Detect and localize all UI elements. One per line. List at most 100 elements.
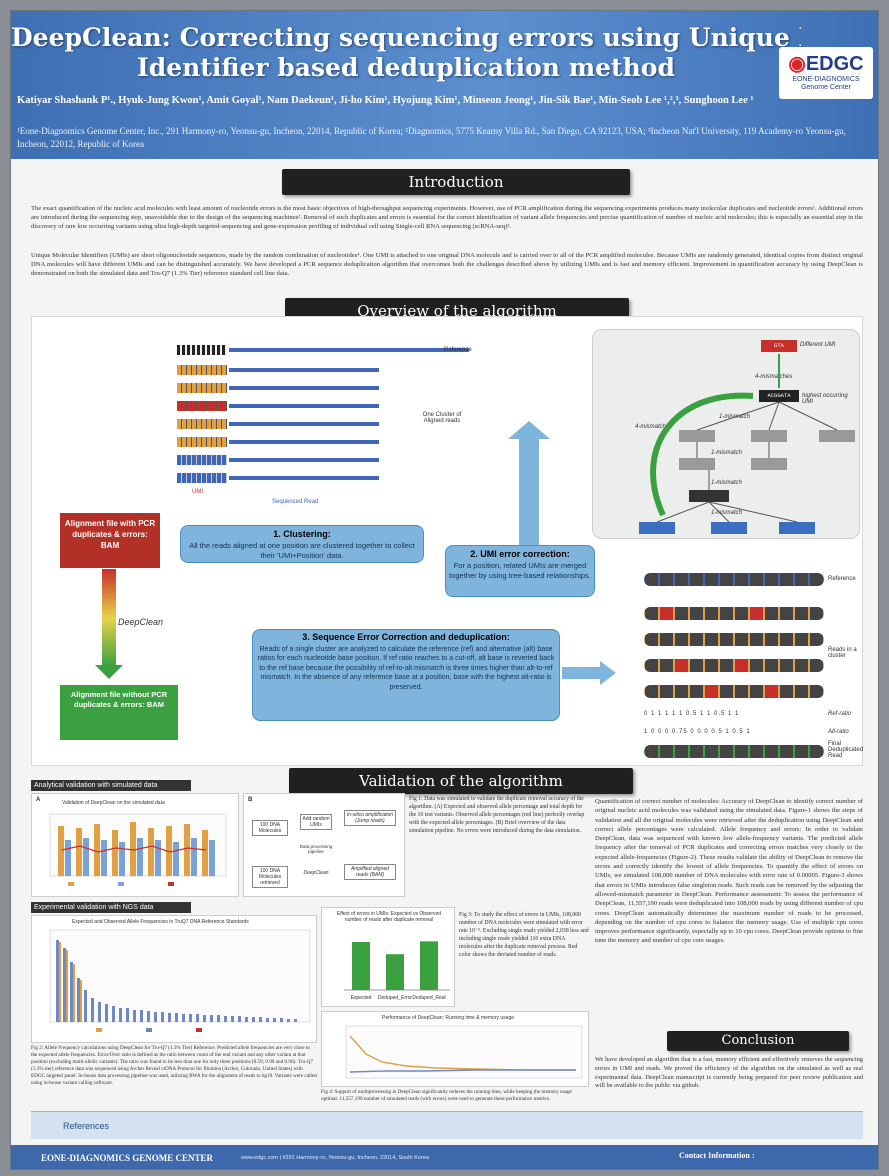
up-arrow [519, 437, 539, 545]
umi-tree-panel: GTA Different UMI ACGGATA highest occurr… [592, 329, 860, 539]
fig4-chart [345, 1025, 583, 1079]
footer-org: EONE-DIAGNOMICS GENOME CENTER [41, 1153, 214, 1163]
fig3-title: Effect of errors in UMIs: Expected vs Ob… [336, 911, 442, 923]
b-amplified-box: Amplified aligned reads (BAM) [344, 864, 396, 880]
fig2-panel: Expected and Observed Allele Frequencies… [31, 915, 317, 1043]
cluster-read-row [644, 659, 824, 672]
footer: EONE-DIAGNOMICS GENOME CENTER www.edgc.c… [11, 1145, 878, 1169]
introduction-banner: Introduction [282, 169, 630, 195]
right-arrow [562, 667, 602, 679]
input-bam-box: Alignment file with PCR duplicates & err… [60, 513, 160, 568]
analytical-header: Analytical validation with simulated dat… [31, 780, 191, 791]
step3-text: Reads of a single cluster are analyzed t… [257, 645, 555, 691]
tree-node [751, 458, 787, 470]
final-read-label: Final Deduplicated Read [828, 741, 864, 759]
read-row [177, 419, 412, 429]
fig4-panel: Performance of DeepClean: Running time &… [321, 1011, 589, 1087]
fig4-title: Performance of DeepClean: Running time &… [382, 1015, 515, 1021]
conclusion-banner: Conclusion [667, 1031, 849, 1051]
fig2-chart [49, 929, 311, 1032]
panel-b-label: B [248, 797, 253, 803]
alt-ratio-values: 1 0 0 0 0.75 0 0 0 0.5 1 0.5 1 [644, 729, 751, 735]
b-pipeline-label: Data processing pipeline [299, 844, 333, 854]
authors: Katiyar Shashank P¹., Hyuk-Jung Kwon¹, A… [17, 95, 754, 106]
fig3-bar [386, 954, 404, 990]
fig3-bar [420, 941, 438, 990]
right-arrow-icon [600, 661, 616, 685]
step3-sequence-correction: 3. Sequence Error Correction and dedupli… [252, 629, 560, 721]
reference-label: Reference [444, 347, 472, 353]
step1-text: All the reads aligned at one position ar… [189, 541, 415, 560]
cluster-reference-row [644, 573, 824, 586]
fig4-caption: Fig 4: Support of multiprocessing in Dee… [321, 1089, 572, 1102]
fig3-caption: Fig 3: To study the effect of errors in … [459, 912, 589, 958]
logo-sub2: Genome Center [801, 84, 851, 91]
fig3-tick-label: Expected [351, 995, 372, 1001]
read-row [177, 383, 412, 393]
b-add-umi-box: Add random UMIs [300, 814, 332, 830]
read-row [177, 401, 412, 411]
final-read-row [644, 745, 824, 758]
tree-highest-label: highest occurring UMI [802, 393, 848, 405]
edgc-logo: ◉EDGC EONE-DIAGNOMICS Genome Center [779, 47, 873, 99]
algorithm-panel: Reference One Cluster of Aligned reads U… [31, 316, 863, 766]
read-row [177, 365, 412, 375]
tree-1mm-label-b: 1-mismatch [711, 450, 743, 456]
step2-title: 2. UMI error correction: [470, 549, 570, 559]
validation-text: Quantification of correct number of mole… [595, 798, 863, 945]
references-label: References [63, 1121, 110, 1131]
step3-title: 3. Sequence Error Correction and dedupli… [302, 632, 510, 642]
reference-read [177, 345, 469, 355]
read-row [177, 455, 412, 465]
tree-node [779, 522, 815, 534]
fig1-caption: Fig 1: Data was simulated to validate th… [409, 796, 585, 834]
experimental-header: Experimental validation with NGS data [31, 902, 191, 913]
tree-4mm-label-b: 4-mismatches [635, 424, 673, 430]
fig3-bar [352, 942, 370, 990]
conclusion-text: We have developed an algorithm that is a… [595, 1056, 863, 1090]
tree-node-different: GTA [761, 340, 797, 352]
tree-1mm-label-c: 1-mismatch [711, 480, 743, 486]
poster-title-line1: DeepClean: Correcting sequencing errors … [11, 23, 801, 52]
logo-sub1: EONE-DIAGNOMICS [792, 76, 860, 83]
fig2-title: Expected and Observed Allele Frequencies… [72, 919, 249, 925]
header: DeepClean: Correcting sequencing errors … [11, 11, 878, 159]
affiliations: ¹Eone-Diagnomics Genome Center, Inc., 29… [17, 126, 846, 149]
fig2-caption: Fig 2: Allele Frequency calculations usi… [31, 1045, 317, 1086]
tree-4mm-label-a: 4-mismatches [755, 374, 793, 380]
contact-label: Contact Information : [679, 1151, 755, 1160]
b-insilico-box: In-silico amplification (Jump reads) [344, 810, 396, 826]
tree-node [751, 430, 787, 442]
ref-ratio-label: Ref-ratio [828, 711, 852, 717]
tree-node [679, 430, 715, 442]
fig1a-title: Validation of DeepClean on the simulated… [62, 800, 165, 806]
b-retrieved-box: 100 DNA Molecules retrieved [252, 866, 288, 888]
pipeline-arrow [102, 569, 116, 667]
fig3-tick-label: Deduped_Error [378, 995, 413, 1001]
step1-title: 1. Clustering: [273, 529, 331, 539]
cluster-label: One Cluster of Aligned reads [422, 412, 462, 424]
cluster-read-row [644, 633, 824, 646]
output-bam-box: Alignment file without PCR duplicates & … [60, 685, 178, 740]
fig1a-chart [49, 813, 227, 886]
read-row [177, 473, 412, 483]
sequenced-read-label: Sequenced Read [272, 499, 319, 505]
footer-address: www.edgc.com | #291 Harmony-ro, Yeonsu-g… [241, 1155, 429, 1161]
intro-paragraph-2: Unique Molecular Identifiers (UMIs) are … [31, 252, 863, 277]
poster: DeepClean: Correcting sequencing errors … [10, 10, 879, 1170]
references-bar: References [31, 1111, 863, 1139]
poster-title-line2: Identifier based deduplication method [137, 53, 675, 82]
tree-node [711, 522, 747, 534]
umi-label: UMI [192, 489, 203, 495]
fig1a-panel: A Validation of DeepClean on the simulat… [31, 793, 239, 897]
cluster-read-row [644, 685, 824, 698]
cluster-read-row [644, 607, 824, 620]
tree-root-node: ACGGATA [759, 390, 799, 402]
tree-different-label: Different UMI [800, 342, 836, 348]
tree-node [819, 430, 855, 442]
step2-text: For a position, related UMIs are merged … [449, 561, 591, 580]
reads-cluster-label: Reads in a cluster [828, 647, 857, 659]
tree-node [639, 522, 675, 534]
step2-umi-correction: 2. UMI error correction: For a position,… [445, 545, 595, 597]
